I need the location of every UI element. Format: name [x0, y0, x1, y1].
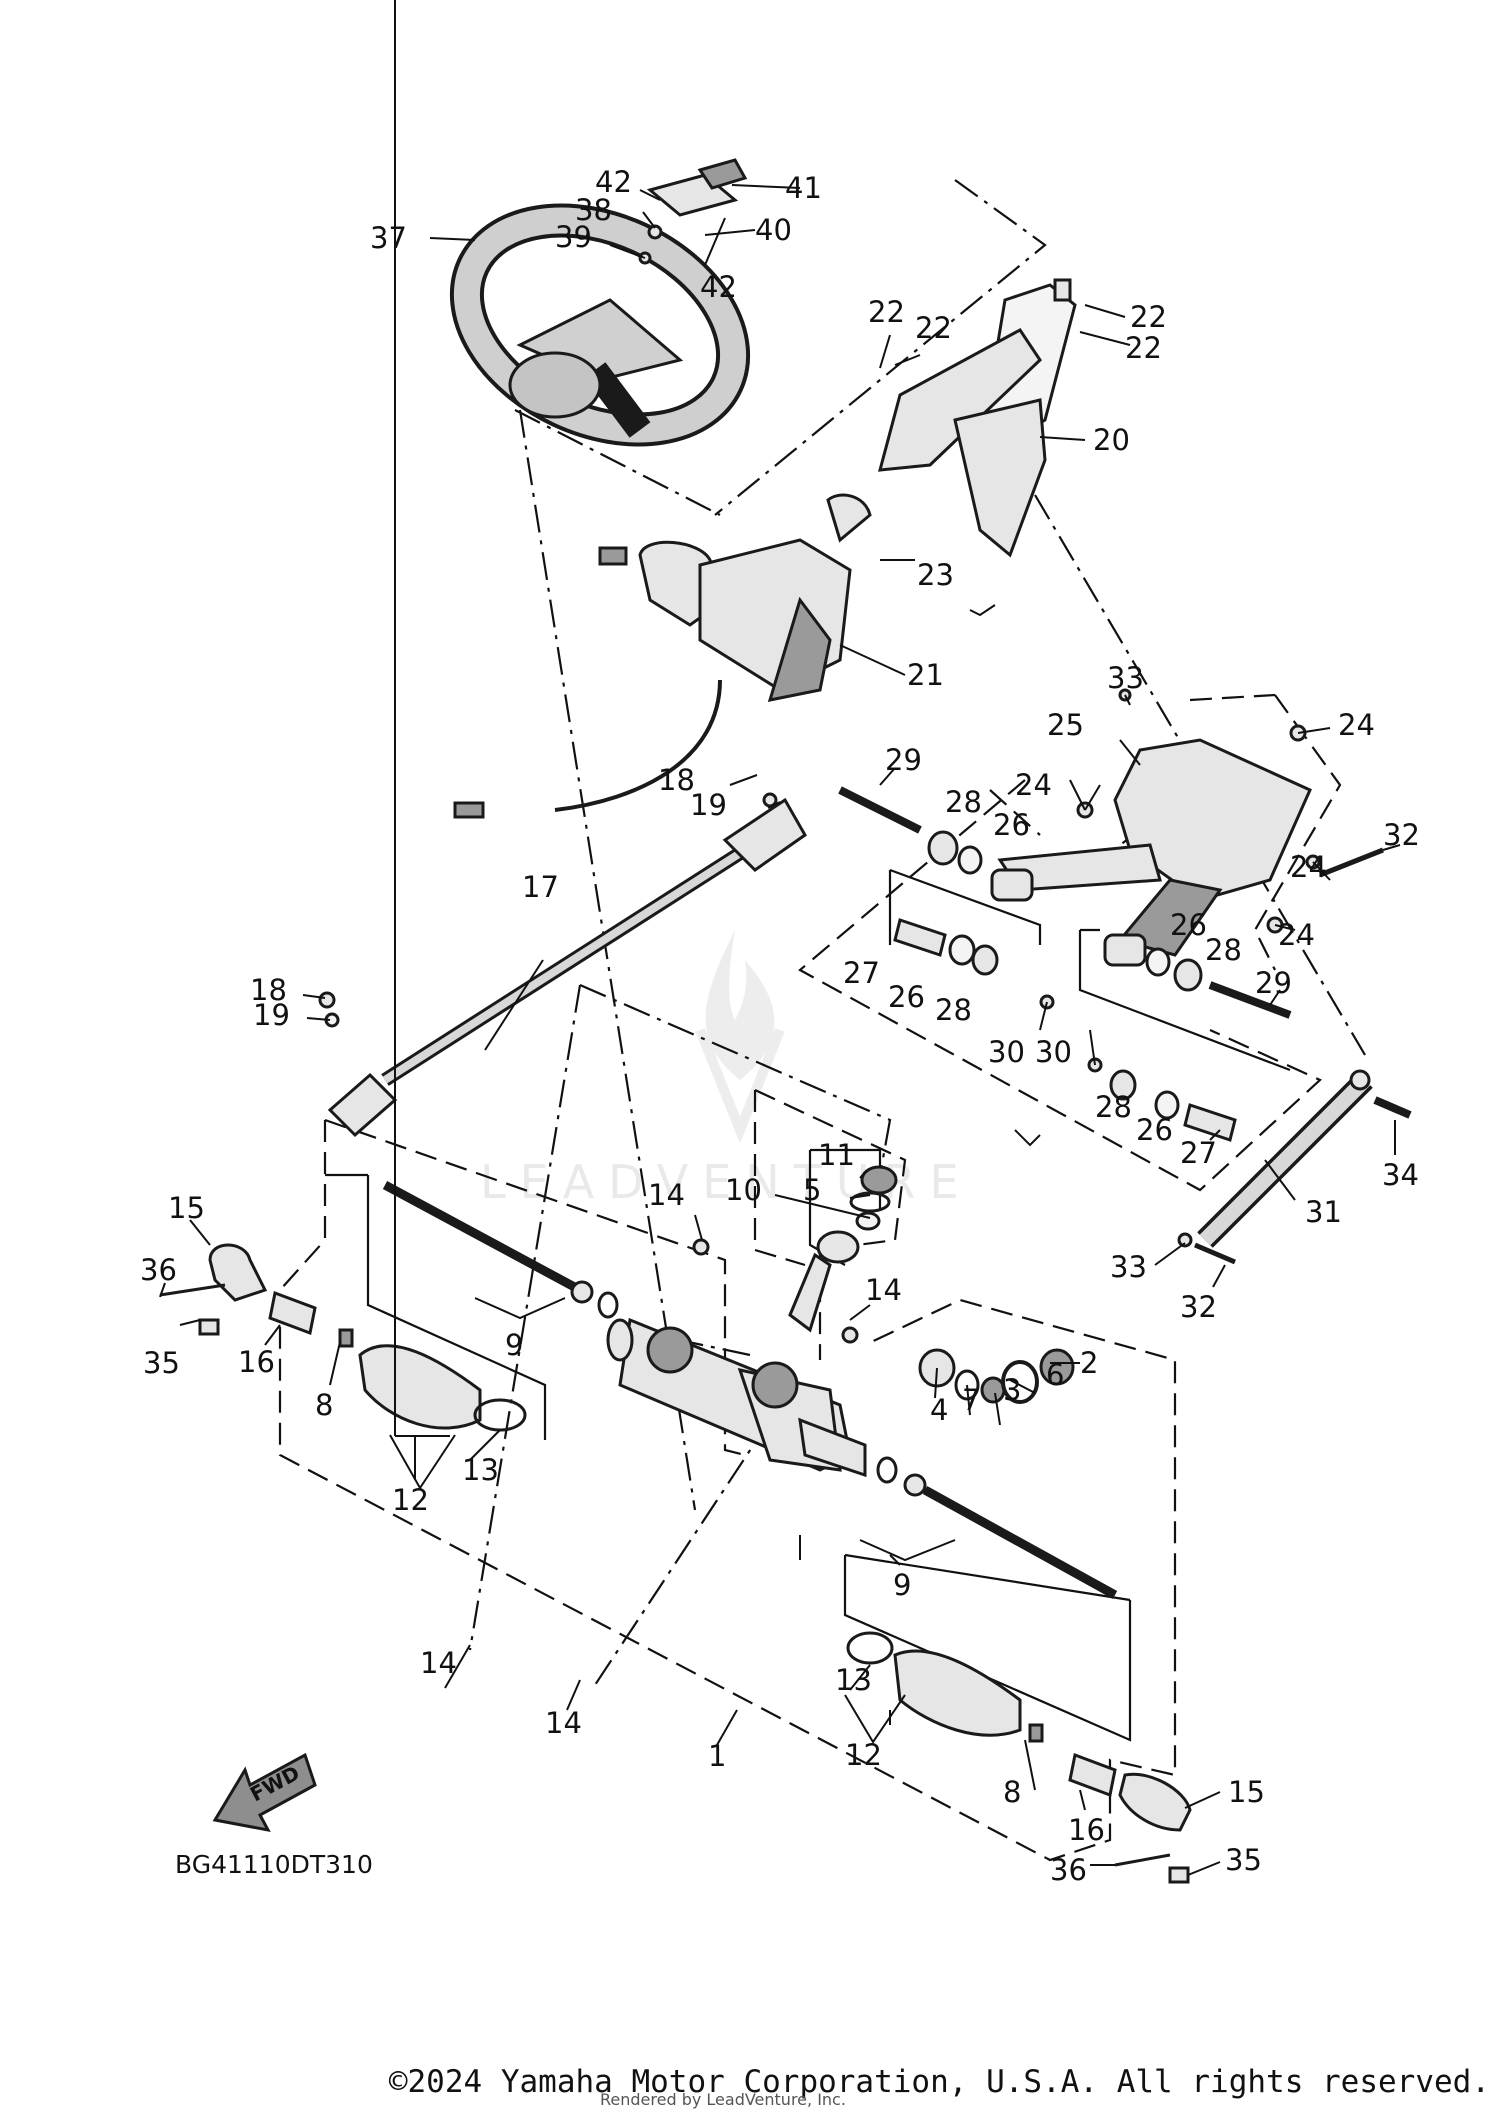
callout-27-right: 27 [1180, 1136, 1217, 1170]
callout-13-right: 13 [835, 1663, 872, 1697]
callout-15-left: 15 [168, 1191, 205, 1225]
diagram-code: BG41110DT310 [175, 1850, 373, 1879]
callout-10: 10 [725, 1173, 762, 1207]
callout-39: 39 [555, 220, 592, 254]
callout-2: 2 [1080, 1346, 1098, 1380]
callout-26-a: 26 [993, 808, 1030, 842]
callout-19-lower: 19 [253, 998, 290, 1032]
callout-36-left: 36 [140, 1253, 177, 1287]
right-tie-rod-assembly [846, 1456, 1192, 1884]
callout-4: 4 [930, 1393, 948, 1427]
callout-12-right: 12 [845, 1738, 882, 1772]
callout-29-lower: 29 [1255, 966, 1292, 1000]
callout-38: 38 [575, 193, 612, 227]
callout-7: 7 [962, 1383, 980, 1417]
callout-22-c: 22 [1130, 300, 1167, 334]
callout-26-d: 26 [1136, 1113, 1173, 1147]
group-brackets [389, 604, 1041, 1744]
intermediate-shaft [318, 792, 807, 1138]
callout-32-lower: 32 [1180, 1290, 1217, 1324]
horn-cap-parts [638, 158, 748, 265]
callout-18-upper: 18 [658, 763, 695, 797]
callout-24-a: 24 [1338, 708, 1375, 742]
grouping-lines [278, 179, 1366, 1862]
callout-6: 6 [1046, 1358, 1064, 1392]
callout-19-upper: 19 [690, 788, 727, 822]
callout-24-c: 24 [1290, 850, 1327, 884]
callout-31: 31 [1305, 1195, 1342, 1229]
callout-22-a: 22 [868, 295, 905, 329]
callout-28-b: 28 [1205, 933, 1242, 967]
steering-column [877, 278, 1077, 558]
steering-wheel [449, 203, 751, 447]
left-tie-rod-assembly [159, 1181, 619, 1432]
callout-29-upper: 29 [885, 743, 922, 777]
tilt-bracket [990, 738, 1312, 967]
rendered-by-credit: Rendered by LeadVenture, Inc. [600, 2090, 846, 2109]
fwd-arrow: FWD [212, 1752, 317, 1833]
steering-rack [606, 1252, 867, 1478]
callout-37: 37 [370, 221, 407, 255]
callout-14-rack-left: 14 [420, 1646, 457, 1680]
callout-42-lower: 42 [700, 270, 737, 304]
callout-41: 41 [785, 171, 822, 205]
callout-35-right: 35 [1225, 1843, 1262, 1877]
callout-8-right: 8 [1003, 1775, 1021, 1809]
callout-33-upper: 33 [1107, 661, 1144, 695]
callout-22-b: 22 [915, 311, 952, 345]
callout-30-left: 30 [988, 1035, 1025, 1069]
callout-15-right: 15 [1228, 1775, 1265, 1809]
callout-18-lower: 18 [250, 973, 287, 1007]
callout-14-rack-bottom: 14 [545, 1706, 582, 1740]
callout-42-upper: 42 [595, 165, 632, 199]
eps-unit [453, 493, 872, 819]
bracket-hardware [838, 688, 1384, 1142]
callout-16-left: 16 [238, 1345, 275, 1379]
callout-12-left: 12 [392, 1483, 429, 1517]
callout-28-d: 28 [1095, 1090, 1132, 1124]
callout-28-c: 28 [935, 993, 972, 1027]
callout-13-left: 13 [462, 1453, 499, 1487]
callout-34: 34 [1382, 1158, 1419, 1192]
callout-23: 23 [917, 558, 954, 592]
callout-3: 3 [1003, 1373, 1021, 1407]
callout-11: 11 [818, 1138, 855, 1172]
callout-26-b: 26 [1170, 908, 1207, 942]
callout-25: 25 [1047, 708, 1084, 742]
callout-labels: 1 2 3 4 5 6 7 8 8 9 9 10 11 12 12 13 13 … [140, 165, 1420, 1887]
callout-35-left: 35 [143, 1346, 180, 1380]
callout-9-upper: 9 [505, 1328, 523, 1362]
leader-lines [159, 0, 1401, 1876]
callout-8-left: 8 [315, 1388, 333, 1422]
callout-30-right: 30 [1035, 1035, 1072, 1069]
callout-24-d: 24 [1278, 918, 1315, 952]
callout-33-lower: 33 [1110, 1250, 1147, 1284]
callout-14-pinion: 14 [648, 1178, 685, 1212]
callout-22-d: 22 [1125, 331, 1162, 365]
callout-9-lower: 9 [893, 1568, 911, 1602]
callout-1: 1 [708, 1739, 726, 1773]
callout-27-left: 27 [843, 956, 880, 990]
tilt-gas-strut [1177, 1069, 1412, 1265]
copyright-notice: ©2024 Yamaha Motor Corporation, U.S.A. A… [388, 2064, 1490, 2100]
callout-40: 40 [755, 213, 792, 247]
callout-17: 17 [522, 870, 559, 904]
callout-32-upper: 32 [1383, 818, 1420, 852]
callout-5: 5 [803, 1173, 821, 1207]
callout-20: 20 [1093, 423, 1130, 457]
callout-36-right: 36 [1050, 1853, 1087, 1887]
callout-24-b: 24 [1015, 768, 1052, 802]
callout-21: 21 [907, 658, 944, 692]
callout-14-rack-top: 14 [865, 1273, 902, 1307]
callout-28-a: 28 [945, 785, 982, 819]
callout-16-right: 16 [1068, 1813, 1105, 1847]
callout-26-c: 26 [888, 980, 925, 1014]
